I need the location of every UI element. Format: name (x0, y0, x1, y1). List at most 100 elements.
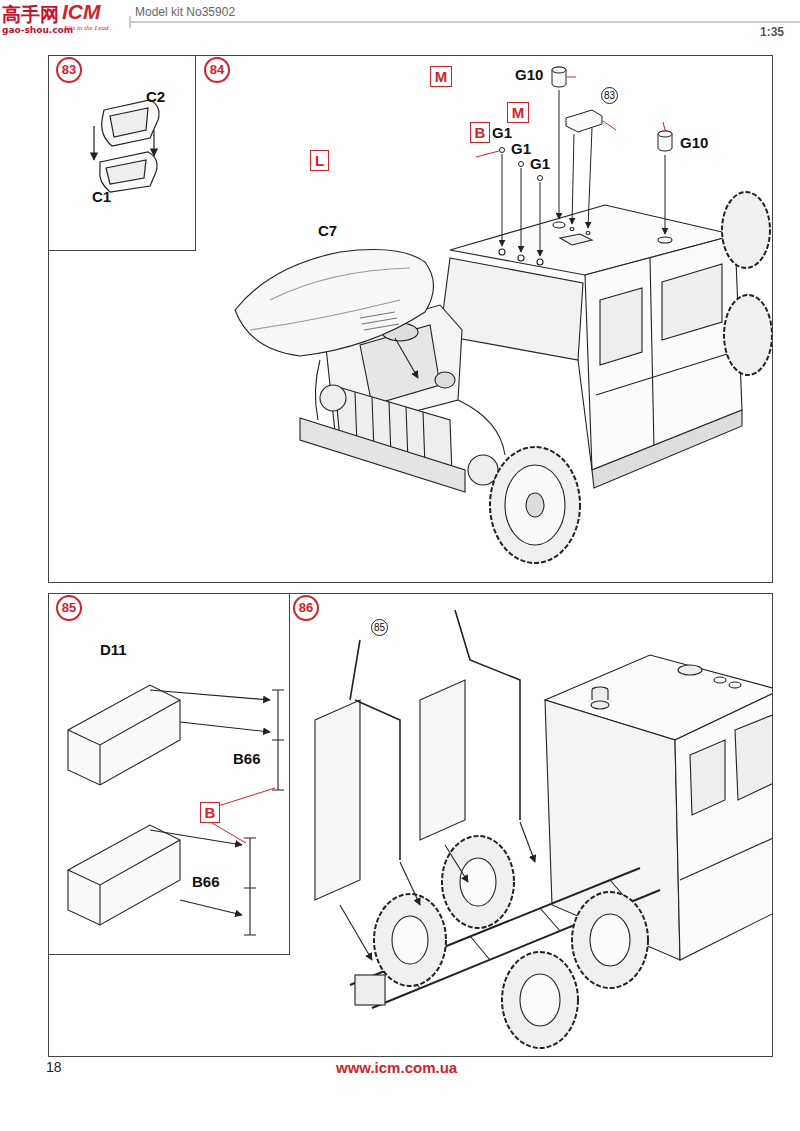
roof-part-leaders-part (559, 90, 560, 219)
truck-rear-drawing-part (340, 905, 372, 960)
header-rule-part (130, 16, 131, 28)
roof-part-leaders-part (552, 67, 566, 87)
truck-front-drawing-part (592, 410, 742, 488)
truck-rear-drawing-part (400, 862, 420, 905)
truck-rear-drawing-part (315, 700, 360, 900)
colour-code: B (205, 805, 216, 820)
vent-parts-part (106, 160, 146, 184)
truck-rear-drawing-part (392, 916, 428, 964)
roof-part-leaders-part (502, 154, 503, 246)
truck-rear-drawing-part (520, 822, 535, 862)
colour-leaders-part (663, 122, 665, 130)
truck-front-drawing-part (320, 385, 346, 411)
truck-rear-drawing-part (502, 952, 578, 1048)
colour-code: M (435, 69, 448, 84)
vent-parts (94, 100, 159, 192)
roof-part-leaders-part (540, 182, 541, 256)
part-number: G10 (515, 66, 543, 83)
colour-leaders-part (212, 823, 246, 843)
colour-leaders (212, 788, 275, 843)
part-number: G1 (511, 140, 531, 157)
roof-part-leaders-part (658, 131, 672, 137)
part-number: C7 (318, 222, 337, 239)
part-number: G10 (680, 134, 708, 151)
truck-rear-drawing-part (678, 665, 702, 675)
vent-parts-part (100, 152, 157, 192)
step-number: 84 (204, 57, 230, 83)
truck-front-drawing-part (526, 493, 544, 517)
truck-rear-drawing-part (591, 701, 609, 709)
header-rule-part (130, 22, 800, 23)
roof-part-leaders (500, 67, 673, 256)
step-panel: 83 (48, 55, 196, 251)
colour-code: M (512, 105, 525, 120)
truck-front-drawing-part (360, 312, 399, 330)
vent-parts-part (110, 108, 148, 137)
colour-code-box: L (310, 150, 329, 171)
scale-note: 1:35 (760, 25, 784, 39)
truck-rear-drawing-part (590, 914, 630, 966)
truck-front-drawing-part (435, 372, 455, 388)
roof-part-leaders-part (572, 134, 574, 224)
truck-front-drawing-part (315, 360, 505, 455)
truck-front-drawing-part (499, 249, 505, 255)
truck-rear-drawing-part (374, 894, 446, 986)
mudguard-parts-part (68, 700, 180, 785)
roof-part-leaders-part (658, 131, 672, 151)
step-number: 85 (56, 595, 82, 621)
truck-front-drawing-part (586, 232, 590, 235)
colour-code-box: B (470, 122, 490, 143)
website: www.icm.com.ua (336, 1059, 457, 1076)
roof-part-leaders-part (552, 67, 566, 73)
mudguard-parts-part (68, 825, 180, 925)
truck-rear-drawing-part (572, 892, 648, 988)
truck-rear-drawing-part (680, 835, 772, 880)
roof-part-leaders-part (519, 162, 524, 167)
truck-rear-drawing-part (520, 974, 560, 1026)
brand-tagline: Kits in the Lead (64, 24, 109, 32)
truck-front-drawing (235, 192, 772, 563)
roof-part-leaders-part (538, 176, 543, 181)
colour-leaders-part (567, 77, 576, 78)
step-reference: 83 (601, 87, 618, 104)
truck-rear-drawing-part (675, 690, 772, 960)
truck-front-drawing-part (722, 192, 770, 268)
colour-code: B (475, 125, 486, 140)
truck-front-drawing-part (553, 222, 565, 228)
mudguard-parts-part (68, 685, 180, 785)
truck-front-drawing-part (250, 268, 410, 330)
truck-rear-drawing (315, 610, 772, 1048)
vent-parts-part (153, 130, 154, 156)
mudguard-parts-part (68, 840, 180, 925)
truck-rear-drawing-part (714, 677, 726, 683)
colour-code: L (315, 153, 324, 168)
part-number: C2 (146, 88, 165, 105)
mudguard-parts (68, 685, 284, 935)
truck-front-drawing-part (662, 264, 722, 340)
truck-rear-drawing-part (735, 712, 772, 800)
mudguard-parts-part (244, 838, 256, 935)
truck-front-drawing-part (505, 465, 565, 545)
truck-rear-drawing-part (420, 680, 465, 840)
truck-rear-drawing-part (729, 682, 741, 688)
page-number: 18 (46, 1059, 62, 1075)
step-number: 83 (56, 57, 82, 83)
colour-code-box: M (430, 66, 452, 87)
truck-front-drawing-part (235, 250, 434, 356)
truck-rear-drawing-part (355, 975, 385, 1005)
part-number: C1 (92, 188, 111, 205)
mudguard-parts-part (150, 690, 270, 700)
truck-front-drawing-part (560, 234, 592, 245)
colour-leaders-part (218, 788, 275, 806)
part-number: G1 (530, 155, 550, 172)
truck-front-drawing-part (724, 295, 772, 375)
roof-part-leaders-part (521, 168, 522, 252)
colour-leaders-part (476, 151, 499, 157)
truck-front-drawing-part (600, 288, 642, 365)
colour-code-box: B (200, 802, 220, 823)
truck-rear-drawing-part (442, 836, 514, 928)
colour-code-box: M (507, 102, 529, 123)
